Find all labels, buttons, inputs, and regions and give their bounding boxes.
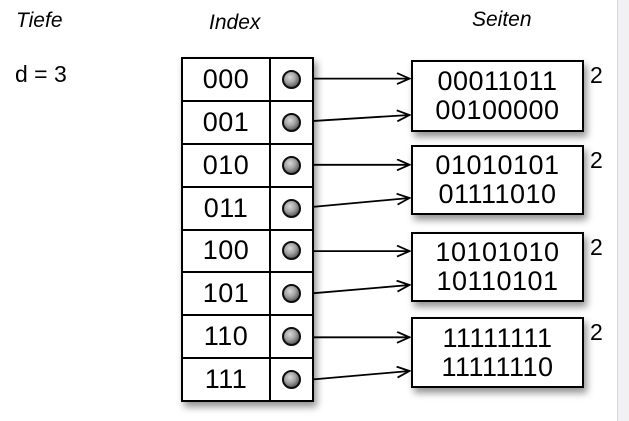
index-row: 010: [183, 144, 312, 188]
page-entry: 10101010: [435, 237, 560, 267]
index-row: 110: [183, 316, 312, 360]
page-entry: 00100000: [435, 95, 560, 125]
page-entry: 10110101: [436, 266, 559, 296]
pointer-dot-icon: [282, 327, 301, 347]
pointer-dot-icon: [282, 198, 301, 218]
right-margin-strip: [617, 0, 629, 421]
pointer-dot-icon: [282, 284, 301, 304]
index-row-label: 011: [183, 187, 271, 229]
pages-column-heading: Seiten: [472, 8, 532, 31]
index-row: 011: [183, 187, 312, 231]
pointer-dot-icon: [282, 112, 301, 132]
pointer-cell: [271, 59, 312, 100]
pointer-dot-icon: [282, 241, 301, 261]
index-row: 100: [183, 230, 312, 274]
local-depth-badge: 2: [590, 319, 603, 345]
pointer-cell: [271, 316, 312, 357]
local-depth-badge: 2: [590, 62, 603, 88]
pointer-cell: [271, 102, 312, 143]
index-row-label: 100: [183, 230, 271, 272]
depth-column-heading: Tiefe: [16, 9, 63, 32]
index-row-label: 101: [183, 273, 271, 315]
index-row-label: 111: [183, 359, 271, 400]
pointer-cell: [271, 145, 312, 186]
pointer-dot-icon: [282, 69, 301, 89]
pointer-cell: [271, 188, 312, 229]
pointer-arrow: [301, 371, 410, 382]
page-entry: 01111010: [438, 179, 557, 209]
index-row: 000: [183, 59, 312, 102]
index-row-label: 001: [183, 101, 271, 143]
index-row: 111: [183, 359, 312, 400]
pointer-dot-icon: [282, 370, 301, 390]
page-entry: 11111110: [441, 351, 554, 382]
pointer-arrow: [301, 285, 410, 296]
page-entry: 00011011: [437, 66, 558, 96]
index-row-label: 110: [183, 316, 271, 358]
pointer-arrow: [301, 198, 410, 209]
local-depth-badge: 2: [590, 234, 603, 260]
pointer-cell: [271, 273, 312, 314]
page-entry: 11111111: [442, 322, 553, 353]
pointer-arrow: [301, 115, 410, 123]
index-row: 001: [183, 101, 312, 145]
pointer-cell: [271, 231, 312, 272]
page-entry: 01010101: [435, 150, 560, 180]
index-row-label: 010: [183, 144, 271, 186]
pointer-dot-icon: [282, 155, 301, 175]
global-depth-label: d = 3: [15, 61, 67, 87]
index-column-heading: Index: [209, 11, 261, 34]
index-row-label: 000: [183, 59, 271, 100]
pointer-cell: [271, 359, 312, 400]
index-row: 101: [183, 273, 312, 317]
local-depth-badge: 2: [590, 147, 603, 173]
